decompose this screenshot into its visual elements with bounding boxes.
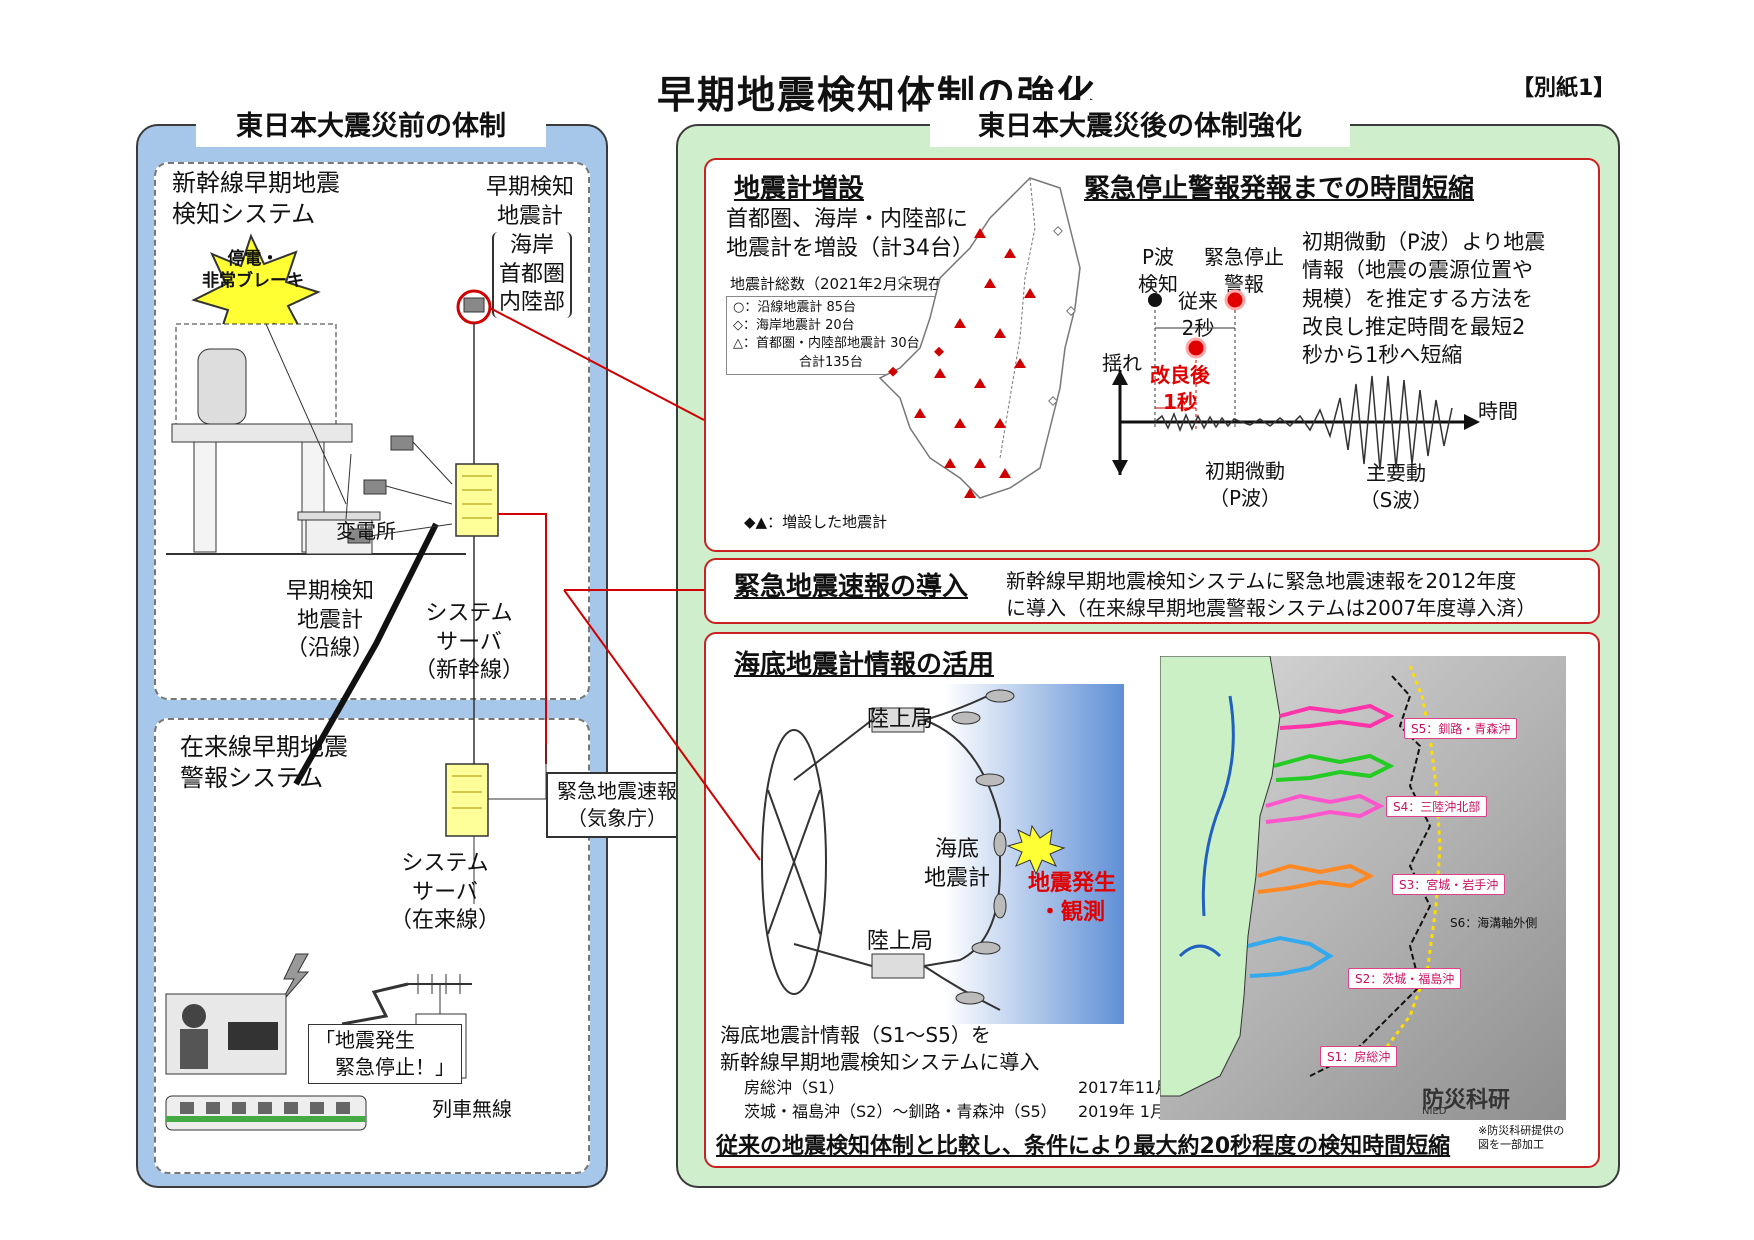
waveform-diagram (1112, 289, 1480, 475)
driver-speech: 「地震発生 緊急停止！」 (308, 1024, 462, 1084)
section2-title: 緊急地震速報の導入 (734, 572, 969, 602)
conventional-server-label: システム サーバ （在来線） (390, 851, 501, 934)
s2-cable (1257, 863, 1375, 894)
legend-line: 合計135台 (799, 354, 863, 370)
attachment-label: 【別紙1】 (1512, 76, 1616, 101)
legend-line: △：首都圏・内陸部地震計 30台 (733, 336, 920, 352)
section3-intro: 海底地震計情報（S1～S5）を 新幹線早期地震検知システムに導入 (720, 1023, 1040, 1074)
railway-track (333, 522, 439, 716)
legend-line: ◇：海岸地震計 20台 (733, 318, 855, 334)
substation-label: 変電所 (336, 519, 396, 543)
after-label: 改良後 1秒 (1150, 363, 1210, 414)
pwave-marker (1148, 293, 1162, 307)
initial-tremor-label: 初期微動 （P波） (1205, 459, 1285, 510)
lineside-seismometer-label: 早期検知 地震計 （沿線） (285, 579, 374, 662)
seismometer-types: 海岸 首都圏 内陸部 (492, 232, 572, 318)
segment-s3: S3：宮城・岩手沖 (1392, 874, 1506, 895)
seismometer-label: 早期検知 地震計 (485, 175, 574, 229)
y-axis-label: 揺れ (1102, 351, 1142, 375)
land-station-label-bottom: 陸上局 (866, 929, 933, 954)
trench-line (1309, 675, 1432, 1077)
image-credit: ※防災科研提供の 図を一部加工 (1478, 1124, 1565, 1152)
radio-label: 列車無線 (432, 1097, 512, 1121)
lineside-seismometer-icon (363, 479, 387, 495)
s6-cable (1378, 665, 1442, 1057)
lineside-seismometer-icon (390, 435, 414, 451)
quake-label: 地震発生 ・観測 (1027, 871, 1116, 925)
section1-title: 地震計増設 (734, 174, 865, 204)
ocean-seismometer-icon (955, 991, 985, 1005)
s4-cable (1273, 753, 1395, 782)
seismometer-icon (463, 297, 485, 313)
deployment-area: 房総沖（S1） (744, 1078, 845, 1097)
segment-s6: S6：海溝軸外側 (1450, 916, 1538, 930)
deployment-area: 茨城・福島沖（S2）～釧路・青森沖（S5） (744, 1102, 1057, 1121)
seafloor-seismometer-label: 海底 地震計 (923, 837, 990, 891)
conventional-system-title: 在来線早期地震 警報システム (180, 733, 348, 793)
legend-line: ○：沿線地震計 85台 (733, 300, 857, 315)
x-axis-label: 時間 (1478, 399, 1518, 423)
quake-burst-icon (1006, 824, 1066, 876)
ocean-seismometer-icon (993, 893, 1007, 919)
shinkansen-server-label: システム サーバ （新幹線） (414, 601, 525, 684)
map-note: ◆▲：増設した地震計 (744, 513, 888, 531)
driver-icon (182, 1004, 206, 1028)
jma-eew-box: 緊急地震速報 （気象庁） (546, 772, 688, 838)
seafloor-network (761, 689, 1066, 1011)
network-icon (761, 729, 827, 995)
pwave-label: P波 検知 (1138, 245, 1178, 296)
s5-cable (1279, 703, 1395, 730)
alarm-before-marker (1224, 289, 1246, 311)
left-heading: 東日本大震災前の体制 (196, 100, 546, 147)
segment-s5: S5：釧路・青森沖 (1404, 718, 1518, 739)
coast-drawing (1160, 656, 1442, 1097)
land-station-icon (871, 953, 925, 979)
land-station-label-top: 陸上局 (866, 707, 933, 732)
nied-logo-sub: NIED (1422, 1106, 1447, 1117)
tohoku-map (878, 177, 1081, 499)
alarm-label: 緊急停止 警報 (1204, 245, 1284, 296)
ocean-seismometer-icon (985, 689, 1015, 703)
nied-logo: 防災科研 (1422, 1088, 1511, 1113)
ocean-seismometer-icon (971, 941, 1001, 955)
time-reduction-explain: 初期微動（P波）より地震 情報（地震の震源位置や 規模）を推定する方法を 改良し… (1302, 230, 1546, 368)
alarm-after-marker (1185, 337, 1207, 359)
conclusion: 従来の地震検知体制と比較し、条件により最大約20秒程度の検知時間短縮 (716, 1134, 1451, 1159)
ocean-seismometer-icon (993, 831, 1007, 857)
section2-desc: 新幹線早期地震検知システムに緊急地震速報を2012年度 に導入（在来線早期地震警… (1006, 569, 1537, 620)
ocean-seismometer-icon (951, 711, 981, 725)
s3-cable (1265, 793, 1385, 824)
section-eew-box (704, 558, 1600, 624)
burst-text: 停電・ 非常ブレーキ (202, 249, 304, 292)
s1-cable (1247, 935, 1334, 978)
lightning-icon (279, 953, 310, 1005)
section1-desc: 首都圏、海岸・内陸部に 地震計を増設（計34台） (726, 207, 974, 261)
ocean-seismometer-icon (975, 773, 1005, 787)
time-reduction-title: 緊急停止警報発報までの時間短縮 (1084, 174, 1475, 204)
river (1201, 695, 1235, 917)
segment-s4: S4：三陸沖北部 (1386, 796, 1488, 817)
seismic-wave (1154, 375, 1453, 471)
section3-title: 海底地震計情報の活用 (734, 650, 995, 680)
segment-s2: S2：茨城・福島沖 (1348, 968, 1462, 989)
shinkansen-system-title: 新幹線早期地震 検知システム (172, 169, 340, 229)
segment-s1: S1：房総沖 (1320, 1046, 1398, 1067)
right-heading: 東日本大震災後の体制強化 (930, 100, 1350, 147)
